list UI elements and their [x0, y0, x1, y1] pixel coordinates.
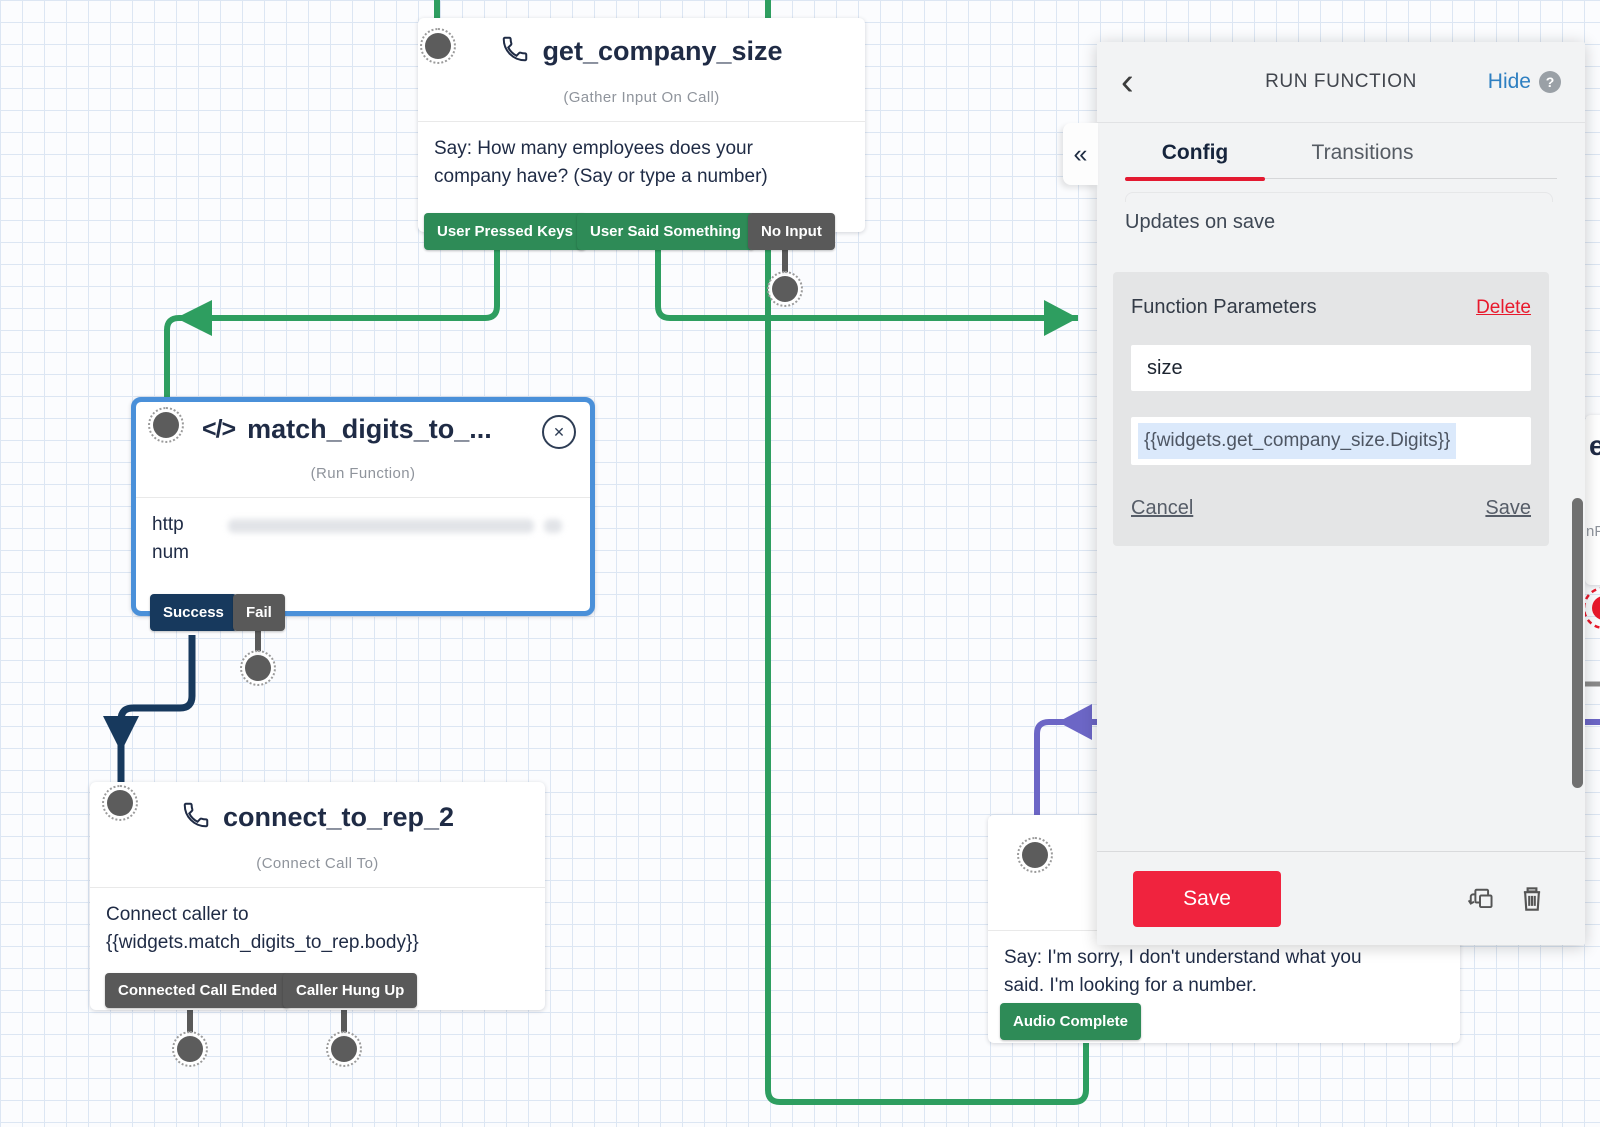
widget-body-line: Say: I'm sorry, I don't understand what …: [1004, 947, 1362, 968]
close-icon[interactable]: ✕: [542, 415, 576, 449]
divider: [418, 121, 865, 122]
panel-footer: Save: [1097, 851, 1585, 945]
param-save-link[interactable]: Save: [1485, 497, 1531, 519]
content-top-border: [1125, 192, 1553, 202]
widget-body-line: company have? (Say or type a number): [434, 166, 768, 187]
port-in-get-company-size[interactable]: [420, 28, 456, 64]
back-chevron-icon[interactable]: ‹: [1121, 61, 1134, 103]
port-no-input[interactable]: [767, 271, 803, 307]
port-in-connect-to-rep-2[interactable]: [102, 785, 138, 821]
delete-link[interactable]: Delete: [1476, 297, 1531, 318]
port-in-match-digits[interactable]: [148, 407, 184, 443]
widget-type-label: (Run Function): [310, 465, 416, 482]
transition-user-said-something[interactable]: User Said Something: [577, 213, 754, 250]
transition-no-input[interactable]: No Input: [748, 213, 835, 250]
panel-scrollbar-thumb[interactable]: [1572, 498, 1583, 788]
tab-config[interactable]: Config: [1161, 141, 1229, 164]
widget-body-line: said. I'm looking for a number.: [1004, 975, 1257, 996]
widget-type-fragment: nF: [1586, 523, 1600, 540]
arrowhead-down: [103, 716, 139, 752]
function-parameters-heading: Function Parameters: [1131, 296, 1317, 318]
port-caller-hung-up[interactable]: [326, 1031, 362, 1067]
inspector-panel: RUN FUNCTION ‹ Hide ? Config Transitions…: [1097, 42, 1585, 945]
widget-title: get_company_size: [542, 36, 783, 66]
help-icon[interactable]: ?: [1539, 71, 1561, 93]
cancel-link[interactable]: Cancel: [1131, 497, 1194, 519]
redacted-text: [228, 519, 534, 533]
arrowhead-right: [1044, 300, 1078, 336]
save-button[interactable]: Save: [1133, 870, 1281, 927]
widget-body-line: num: [152, 542, 189, 563]
widget-body-line: Connect caller to: [106, 904, 249, 925]
port-connected-call-ended[interactable]: [172, 1031, 208, 1067]
divider: [90, 887, 545, 888]
panel-collapse-button[interactable]: «: [1063, 123, 1098, 185]
transition-audio-complete[interactable]: Audio Complete: [1000, 1003, 1141, 1040]
transition-success[interactable]: Success: [150, 594, 237, 631]
code-icon: </>: [202, 415, 236, 443]
tab-underline-rest: [1265, 178, 1557, 179]
updates-note: Updates on save: [1125, 211, 1276, 233]
phone-icon: [181, 800, 211, 835]
connector-success: [117, 635, 196, 792]
widget-body-line: {{widgets.match_digits_to_rep.body}}: [106, 932, 419, 953]
tab-transitions[interactable]: Transitions: [1311, 141, 1414, 164]
widget-body-line: http: [152, 514, 184, 535]
widget-clipped-right[interactable]: e nF: [1585, 415, 1600, 585]
panel-title: RUN FUNCTION: [1265, 71, 1417, 92]
phone-icon: [500, 34, 530, 69]
active-tab-underline: [1125, 177, 1265, 181]
connector-user-said-something: [655, 248, 1078, 321]
redacted-text: [544, 519, 562, 533]
param-value-token: {{widgets.get_company_size.Digits}}: [1138, 423, 1457, 459]
trash-icon[interactable]: [1517, 884, 1547, 914]
widget-body-line: Say: How many employees does your: [434, 138, 753, 159]
param-value-input[interactable]: {{widgets.get_company_size.Digits}}: [1131, 417, 1531, 465]
widget-get-company-size[interactable]: get_company_size (Gather Input On Call) …: [418, 18, 865, 232]
transition-user-pressed-keys[interactable]: User Pressed Keys: [424, 213, 586, 250]
tab-underline: [1125, 177, 1557, 181]
port-in-say-sorry[interactable]: [1017, 837, 1053, 873]
duplicate-icon[interactable]: [1465, 884, 1495, 914]
function-parameters-card: Function Parameters Delete {{widgets.get…: [1113, 272, 1549, 546]
transition-caller-hung-up[interactable]: Caller Hung Up: [283, 973, 418, 1008]
widget-match-digits[interactable]: </> match_digits_to_... ✕ (Run Function)…: [131, 397, 595, 616]
port-fail[interactable]: [240, 650, 276, 686]
widget-title-fragment: e: [1589, 430, 1600, 461]
param-name-input[interactable]: [1131, 345, 1531, 391]
hide-link[interactable]: Hide: [1487, 70, 1531, 93]
error-dot-icon: [1592, 596, 1600, 620]
connector-audio-complete-loop: [765, 0, 1089, 1105]
divider: [136, 497, 590, 498]
arrowhead-left-purple: [1058, 704, 1092, 740]
widget-title: match_digits_to_...: [247, 414, 492, 444]
panel-header: RUN FUNCTION ‹ Hide ?: [1097, 42, 1585, 123]
transition-connected-call-ended[interactable]: Connected Call Ended: [105, 973, 291, 1008]
widget-connect-to-rep-2[interactable]: connect_to_rep_2 (Connect Call To) Conne…: [90, 782, 545, 1010]
connector-user-pressed-keys: [164, 248, 500, 400]
arrowhead-left: [176, 300, 212, 336]
widget-type-label: (Gather Input On Call): [563, 89, 720, 106]
widget-type-label: (Connect Call To): [256, 855, 379, 872]
widget-title: connect_to_rep_2: [222, 802, 455, 832]
transition-fail[interactable]: Fail: [233, 594, 285, 631]
connector-purple: [1034, 719, 1600, 817]
